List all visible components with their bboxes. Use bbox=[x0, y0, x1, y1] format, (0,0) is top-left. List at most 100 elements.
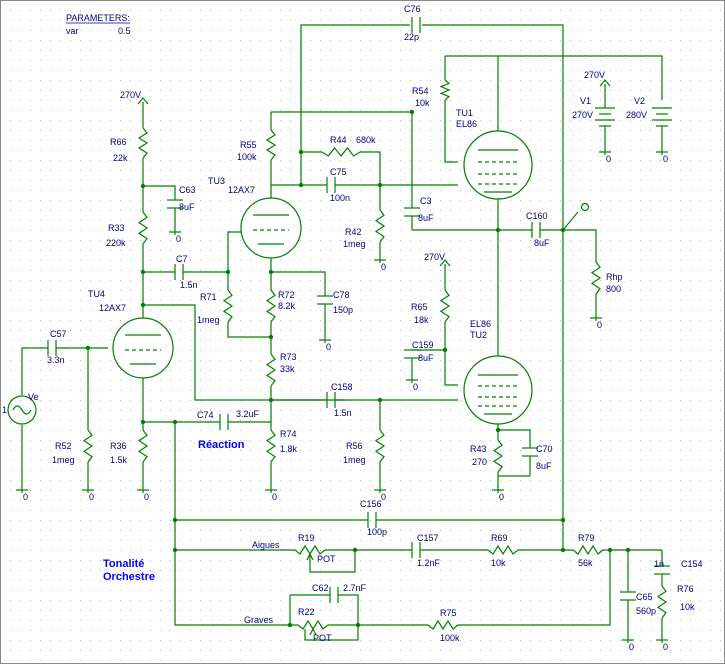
ref-c75: C75 bbox=[330, 167, 347, 177]
title-reaction: Réaction bbox=[198, 439, 245, 451]
value-r71: 1meg bbox=[197, 315, 220, 325]
value-r75: 100k bbox=[440, 633, 460, 643]
value-c65: 560p bbox=[636, 606, 656, 616]
hv-arrow-1 bbox=[137, 97, 149, 105]
v1-value: 270V bbox=[572, 110, 593, 120]
parameters-value: 0.5 bbox=[118, 26, 131, 36]
component-c156: C156 100p bbox=[360, 499, 387, 537]
value-c156: 100p bbox=[367, 527, 387, 537]
value-c75: 100n bbox=[330, 193, 350, 203]
ref-r19: R19 bbox=[298, 533, 315, 543]
value-r54: 10k bbox=[415, 98, 430, 108]
component-c160: C160 8uF bbox=[526, 211, 550, 248]
ref-c157: C157 bbox=[417, 533, 439, 543]
value-c76: 22p bbox=[404, 32, 419, 42]
ground-icon: 0 bbox=[137, 489, 149, 502]
ground-icon: 0 bbox=[656, 639, 668, 652]
value-r52: 1meg bbox=[52, 455, 75, 465]
ref-r76: R76 bbox=[677, 584, 694, 594]
ref-c7: C7 bbox=[176, 254, 188, 264]
value-r55: 100k bbox=[237, 152, 257, 162]
ground-label: 0 bbox=[629, 642, 634, 652]
value-c159: 8uF bbox=[418, 353, 434, 363]
ref-c63: C63 bbox=[179, 185, 196, 195]
value-c154: 1n bbox=[654, 559, 664, 569]
ground-label: 0 bbox=[381, 262, 386, 272]
tu1-type: EL86 bbox=[456, 119, 477, 129]
ground-label: 0 bbox=[663, 642, 668, 652]
component-c75: C75 100n bbox=[326, 167, 350, 203]
parameters-title: PARAMETERS: bbox=[66, 13, 130, 23]
ground-label: 0 bbox=[176, 234, 181, 244]
ac-source-ve bbox=[7, 395, 37, 425]
ref-c159: C159 bbox=[412, 340, 434, 350]
ref-c76: C76 bbox=[404, 4, 421, 14]
ref-r71: R71 bbox=[200, 292, 217, 302]
ref-c70: C70 bbox=[536, 444, 553, 454]
component-r75: R75 100k bbox=[427, 608, 460, 643]
value-r36: 1.5k bbox=[110, 455, 128, 465]
ref-r56: R56 bbox=[346, 441, 363, 451]
tube-tu2 bbox=[463, 355, 533, 425]
battery-v1 bbox=[595, 107, 615, 127]
ref-r72: R72 bbox=[278, 290, 295, 300]
ground-label: 0 bbox=[23, 492, 28, 502]
ref-r36: R36 bbox=[110, 441, 127, 451]
tu2-label: TU2 bbox=[470, 330, 487, 340]
ref-c57: C57 bbox=[50, 329, 67, 339]
ground-icon: 0 bbox=[656, 151, 668, 164]
value-r76: 10k bbox=[680, 602, 695, 612]
hv-label-2: 270V bbox=[584, 70, 605, 80]
ref-c74: C74 bbox=[197, 410, 214, 420]
ref-c160: C160 bbox=[526, 211, 548, 221]
ground-icon: 0 bbox=[82, 489, 94, 502]
ground-label: 0 bbox=[272, 492, 277, 502]
ground-icon: 0 bbox=[590, 317, 602, 330]
value-c62: 2.7nF bbox=[343, 583, 367, 593]
ref-r66: R66 bbox=[110, 137, 127, 147]
ref-r74: R74 bbox=[280, 429, 297, 439]
component-r36: R36 1.5k bbox=[110, 429, 149, 465]
value-r73: 33k bbox=[280, 364, 295, 374]
v2-value: 280V bbox=[626, 110, 647, 120]
ref-r73: R73 bbox=[280, 352, 297, 362]
tube-tu4 bbox=[112, 317, 174, 379]
ground-icon: 0 bbox=[169, 231, 181, 244]
value-r22: POT bbox=[313, 633, 332, 643]
ref-c62: C62 bbox=[312, 583, 329, 593]
tu3-label: TU3 bbox=[208, 176, 225, 186]
tu1-label: TU1 bbox=[456, 108, 473, 118]
value-c7: 1.5n bbox=[180, 280, 198, 290]
ground-label: 0 bbox=[606, 154, 611, 164]
title-orchestre: Orchestre bbox=[103, 571, 155, 583]
label-graves: Graves bbox=[244, 615, 274, 625]
ground-label: 0 bbox=[663, 154, 668, 164]
component-c7: C7 1.5n bbox=[174, 254, 198, 290]
ref-r75: R75 bbox=[440, 608, 457, 618]
hv-arrow-3 bbox=[439, 259, 451, 267]
label-aigues: Aigues bbox=[252, 540, 280, 550]
ground-icon: 0 bbox=[492, 489, 504, 502]
title-tonalite: Tonalité bbox=[103, 558, 144, 570]
value-r69: 10k bbox=[491, 558, 506, 568]
value-c158: 1.5n bbox=[334, 408, 352, 418]
ground-icon: 0 bbox=[374, 259, 386, 272]
ground-label: 0 bbox=[89, 492, 94, 502]
ref-c156: C156 bbox=[360, 499, 382, 509]
component-c76: C76 22p bbox=[404, 4, 421, 42]
ref-r65: R65 bbox=[411, 302, 428, 312]
value-c160: 8uF bbox=[534, 238, 550, 248]
